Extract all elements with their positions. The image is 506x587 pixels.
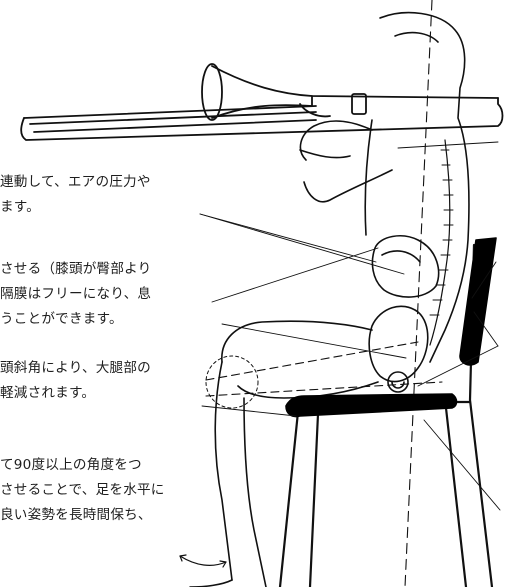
player-body [189,11,470,587]
foot-motion-arrow [179,555,227,566]
annotation-thigh-line-1: 頭斜角により、大腿部の [0,360,151,376]
chair-pads [285,237,497,418]
annotation-legs-line-1: て90度以上の角度をつ [0,457,142,473]
annotation-thigh-line-2: 軽減されます。 [0,385,96,401]
annotation-legs: て90度以上の角度をつ させることで、足を水平に 良い姿勢を長時間保ち、 [0,453,165,528]
annotation-thigh: 頭斜角により、大腿部の 軽減されます。 [0,356,151,406]
annotation-breathing: 連動して、エアの圧力や ます。 [0,170,151,220]
annotation-diaphragm: させる（膝頭が臀部より 隔膜はフリーになり、息 うことができます。 [0,257,151,332]
annotation-legs-line-2: させることで、足を水平に [0,482,165,498]
annotation-legs-line-3: 良い姿勢を長時間保ち、 [0,507,152,523]
annotation-diaphragm-line-1: させる（膝頭が臀部より [0,261,152,277]
trombone [20,63,504,141]
annotation-diaphragm-line-3: うことができます。 [0,311,123,327]
chair-backrest [459,237,497,366]
annotation-breathing-line-2: ます。 [0,199,41,215]
annotation-diaphragm-line-2: 隔膜はフリーになり、息 [0,286,152,302]
annotation-breathing-line-1: 連動して、エアの圧力や [0,174,151,190]
chair-seat [285,393,458,418]
angle-guides [205,341,443,397]
leader-lines [199,141,501,511]
